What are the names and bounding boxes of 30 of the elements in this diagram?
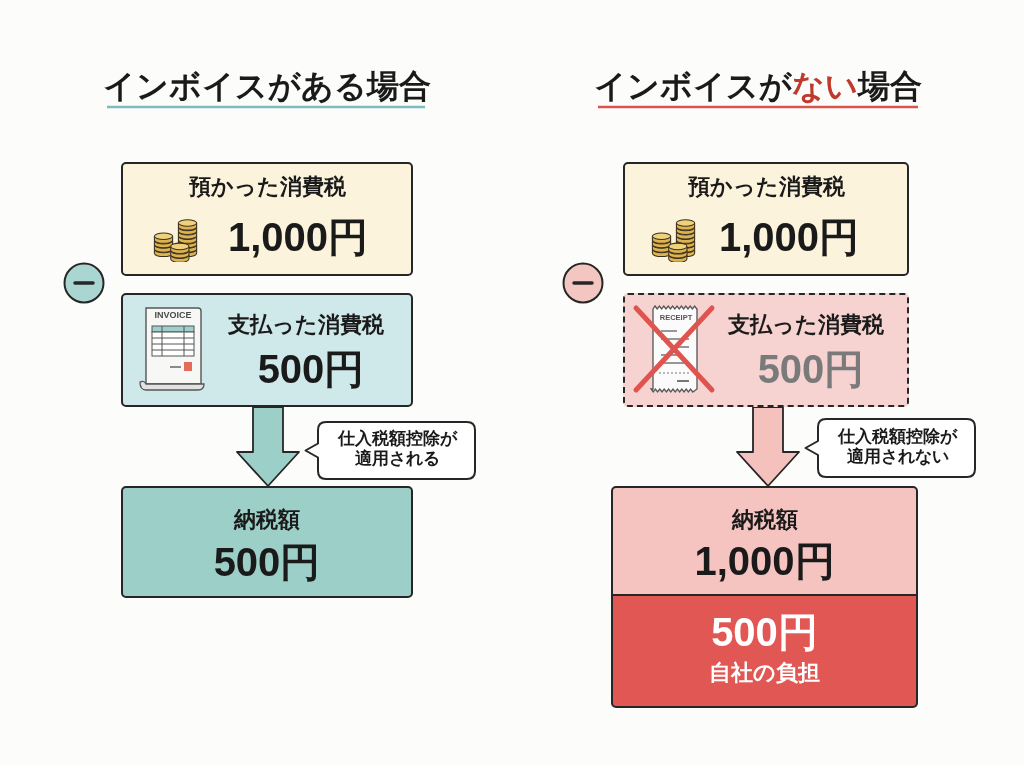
collected-tax-box [121,162,413,276]
tax-payable-box [611,486,918,596]
tax-heading: 支払った消費税 [227,312,385,339]
burden-text: 自社の負担 [708,660,821,687]
speech-bubble [304,421,476,480]
tax-heading: 預かった消費税 [187,174,347,201]
paid-tax-box [121,293,413,407]
tax-heading: 納税額 [233,507,301,534]
tax-payable-box [121,486,413,598]
block-arrow [736,406,800,487]
document-title: INVOICE [153,310,193,321]
amount-value: 1,000円 [693,538,836,585]
amount-value: 500円 [710,609,819,656]
collected-tax-box [623,162,909,276]
tax-heading: 支払った消費税 [727,312,885,339]
amount-value: 1,000円 [717,214,861,261]
column-heading: インボイスがない場合 [594,67,922,106]
paid-tax-box [623,293,909,407]
column-heading: インボイスがある場合 [103,67,431,106]
amount-value: 500円 [212,539,322,586]
bubble-text: 仕入税額控除が適用されない [837,427,959,468]
amount-value: 500円 [756,346,866,393]
own-burden-box [611,594,918,708]
amount-value: 1,000円 [226,214,370,261]
speech-bubble [804,418,976,478]
tax-heading: 納税額 [730,507,799,534]
block-arrow [236,406,300,487]
amount-value: 500円 [256,346,366,393]
bubble-text: 仕入税額控除が適用される [337,429,459,470]
tax-heading: 預かった消費税 [686,174,846,201]
